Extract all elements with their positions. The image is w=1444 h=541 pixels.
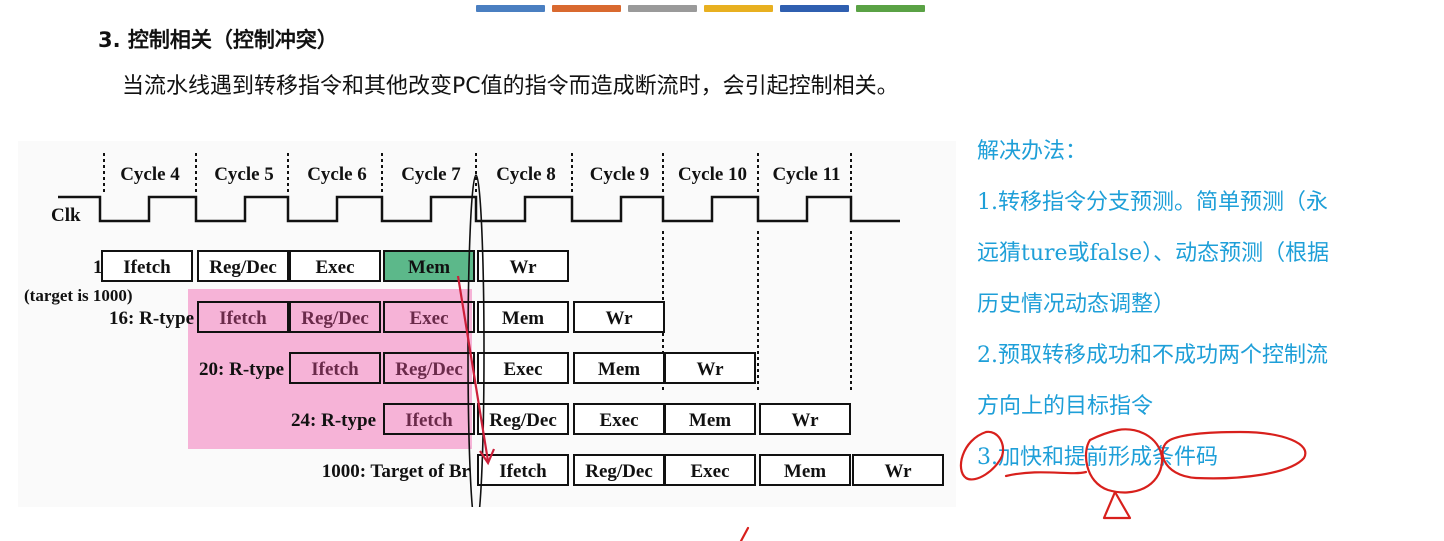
pipeline-stage-box: [477, 301, 569, 333]
pipeline-stage-label: Wr: [696, 359, 724, 380]
branch-arrow: [456, 275, 490, 462]
instruction-label: 16: R-type: [109, 308, 194, 329]
pipeline-stage-box: [289, 352, 381, 384]
pipeline-stage-label: Exec: [503, 359, 542, 380]
pipeline-diagram: Cycle 4 Cycle 5 Cycle 6 Cycle 7 Cycle 8 Cycle…: [18, 141, 956, 507]
pipeline-stage-label: Wr: [791, 410, 819, 431]
pipeline-stage-box: [197, 301, 289, 333]
pipeline-stage-box: [383, 403, 475, 435]
solutions-panel: 解决办法： 1.转移指令分支预测。简单预测（永 远猜ture或false）、动态…: [977, 126, 1442, 483]
cycle-label: Cycle 5: [214, 164, 274, 185]
cycle-label: Cycle 9: [590, 164, 650, 185]
pipeline-stage-box: [477, 403, 569, 435]
pipeline-stage-label: Ifetch: [123, 257, 171, 278]
pipeline-stage-label: Wr: [884, 461, 912, 482]
pipeline-stage-label: Ifetch: [405, 410, 453, 431]
pipeline-stage-box: [664, 403, 756, 435]
solution-line: 2.预取转移成功和不成功两个控制流: [977, 343, 1328, 368]
instruction-label: 1000: Target of Br: [322, 461, 471, 482]
pipeline-stage-label: Reg/Dec: [585, 461, 653, 482]
cycle-label: Cycle 6: [307, 164, 367, 185]
pipeline-stage-box: [477, 352, 569, 384]
pipeline-stage-label: Exec: [599, 410, 638, 431]
pipeline-stage-box: [289, 250, 381, 282]
pipeline-stage-box: [289, 301, 381, 333]
pipeline-stage-label: Mem: [784, 461, 826, 482]
solution-line: 3.加快和提前形成条件码: [977, 445, 1218, 470]
pipeline-stage-label: Ifetch: [311, 359, 359, 380]
instruction-label: 20: R-type: [199, 359, 284, 380]
pipeline-stage-box: [664, 352, 756, 384]
pipeline-stage-label: Mem: [598, 359, 640, 380]
clock-waveform: [58, 195, 900, 223]
pipeline-stage-label: Wr: [605, 308, 633, 329]
cycle-label: Cycle 7: [401, 164, 461, 185]
slide-top-color-bars: [476, 5, 925, 12]
top-bar-segment: [856, 5, 925, 12]
section-heading: 3. 控制相关（控制冲突）: [98, 28, 338, 52]
annotation-triangle: [1102, 490, 1132, 520]
flush-highlight-region: [188, 289, 472, 449]
pipeline-stage-box: [664, 454, 756, 486]
pipeline-stage-label: Ifetch: [499, 461, 547, 482]
top-bar-segment: [704, 5, 773, 12]
clk-label: Clk: [51, 205, 81, 226]
pipeline-stage-box: [477, 250, 569, 282]
annotation-stroke-bottom: [739, 526, 750, 541]
pipeline-stage-box: [759, 454, 851, 486]
pipeline-stage-box: [383, 301, 475, 333]
pipeline-stage-box: [852, 454, 944, 486]
pipeline-stage-label: Ifetch: [219, 308, 267, 329]
branch-arrow-head: [479, 448, 496, 466]
top-bar-segment: [476, 5, 545, 12]
solutions-title: 解决办法：: [977, 139, 1088, 164]
pipeline-stage-label: Exec: [409, 308, 448, 329]
pipeline-stage-label: Mem: [502, 308, 544, 329]
cycle-label: Cycle 11: [772, 164, 840, 185]
pipeline-stage-box: [573, 403, 665, 435]
pipeline-stage-box: [759, 403, 851, 435]
pipeline-stage-box: [573, 454, 665, 486]
pipeline-stage-label: Exec: [690, 461, 729, 482]
pipeline-stage-label: Reg/Dec: [209, 257, 277, 278]
branch-resolution-ellipse: [467, 174, 485, 507]
cycle-label: Cycle 4: [120, 164, 180, 185]
pipeline-stage-box: [101, 250, 193, 282]
solution-line: 远猜ture或false）、动态预测（根据: [977, 241, 1330, 266]
pipeline-stage-box: [573, 301, 665, 333]
solution-line: 方向上的目标指令: [977, 394, 1154, 419]
pipeline-stage-box: [573, 352, 665, 384]
pipeline-stage-label: Mem: [689, 410, 731, 431]
pipeline-svg: Cycle 4 Cycle 5 Cycle 6 Cycle 7 Cycle 8 Cycle…: [24, 153, 944, 507]
pipeline-stage-label: Reg/Dec: [395, 359, 463, 380]
pipeline-stage-label: Reg/Dec: [301, 308, 369, 329]
cycle-label: Cycle 10: [678, 164, 747, 185]
top-bar-segment: [780, 5, 849, 12]
intro-text: 当流水线遇到转移指令和其他改变PC值的指令而造成断流时，会引起控制相关。: [122, 74, 899, 99]
pipeline-stage-label: Reg/Dec: [489, 410, 557, 431]
pipeline-stage-label: Exec: [315, 257, 354, 278]
pipeline-stage-label: Mem: [408, 257, 450, 278]
top-bar-segment: [628, 5, 697, 12]
solution-line: 1.转移指令分支预测。简单预测（永: [977, 190, 1328, 215]
pipeline-stage-label: Wr: [509, 257, 537, 278]
top-bar-segment: [552, 5, 621, 12]
pipeline-stage-box: [477, 454, 569, 486]
solution-line: 历史情况动态调整）: [977, 292, 1176, 317]
branch-target-note: (target is 1000): [24, 286, 133, 305]
pipeline-stage-box: [197, 250, 289, 282]
cycle-label: Cycle 8: [496, 164, 556, 185]
instruction-label: 24: R-type: [291, 410, 376, 431]
